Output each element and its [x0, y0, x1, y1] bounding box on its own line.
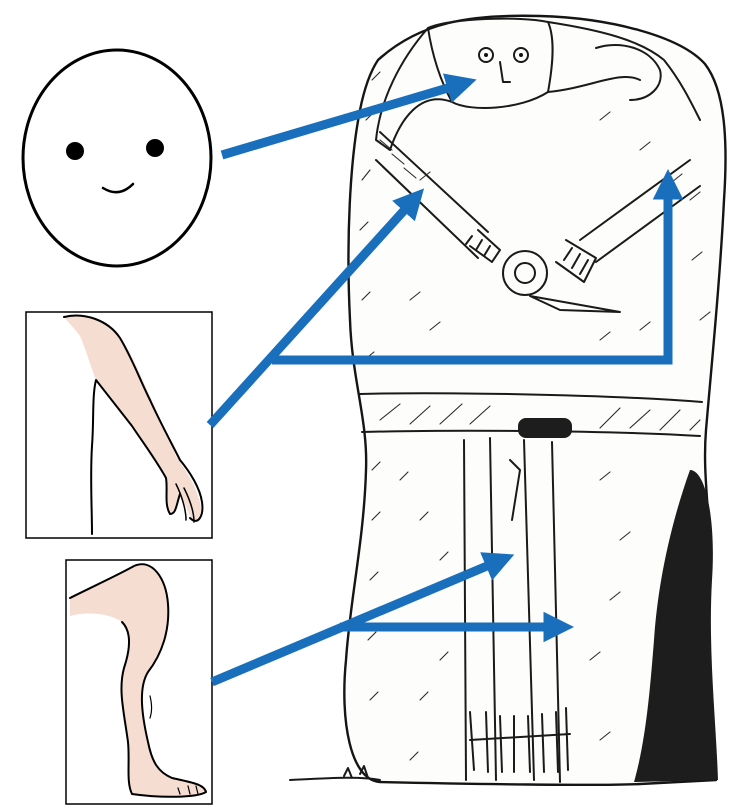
face-eye-left: [66, 142, 84, 160]
statue-menhir-drawing: [290, 16, 726, 785]
face-icon: [23, 50, 211, 266]
leg-icon: [66, 560, 212, 804]
pupil-left: [484, 53, 488, 57]
face-smile: [103, 184, 133, 192]
arm-icon: [26, 312, 212, 538]
belt-buckle: [518, 418, 572, 438]
face-eye-right: [146, 139, 164, 157]
pupil-right: [519, 53, 523, 57]
